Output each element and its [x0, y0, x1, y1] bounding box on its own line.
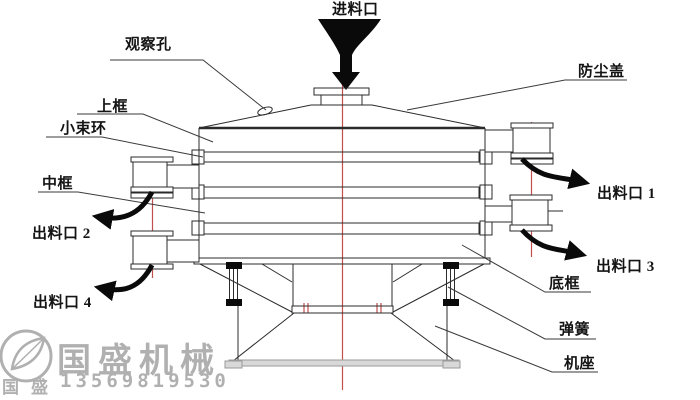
label-middle-frame: 中框 [42, 176, 74, 192]
clamp-band-3 [203, 222, 480, 235]
centerlines [151, 58, 533, 390]
label-small-clamp-ring: 小束环 [60, 121, 107, 137]
machine-base-structure [224, 306, 461, 369]
discharge-arrows [91, 157, 591, 302]
outlet-spout-3 [484, 194, 563, 232]
label-outlet-2: 出料口 2 [32, 226, 91, 242]
label-outlet-4: 出料口 4 [33, 295, 92, 311]
spring-right [443, 262, 459, 306]
label-feed-inlet: 进料口 [332, 2, 379, 18]
label-dust-cover: 防尘盖 [578, 64, 625, 80]
arrow-outlet-2-icon [91, 190, 155, 230]
outlet-spout-1 [484, 122, 554, 165]
outlet-spout-2 [130, 156, 200, 199]
watermark-phone-number: 13569819530 [60, 370, 230, 392]
label-outlet-1: 出料口 1 [597, 186, 656, 202]
label-machine-base: 机座 [564, 356, 596, 372]
arrow-outlet-4-icon [93, 263, 155, 302]
label-spring: 弹簧 [559, 322, 591, 338]
arrow-outlet-1-icon [520, 157, 591, 190]
motor-housing [199, 263, 485, 314]
label-bottom-frame: 底框 [549, 276, 581, 292]
label-outlet-3: 出料口 3 [596, 259, 655, 275]
watermark-company-name: 国盛机械 [57, 342, 221, 380]
arrow-outlet-3-icon [520, 228, 588, 261]
clamp-band-2 [203, 186, 480, 199]
spring-left [226, 262, 242, 306]
observation-hole [257, 106, 273, 116]
watermark-corner-text: 国盛 [2, 378, 60, 397]
label-upper-frame: 上框 [97, 99, 129, 115]
outlet-spout-4 [130, 230, 200, 270]
leader-lines [38, 59, 627, 373]
feed-funnel-arrow-icon [318, 19, 381, 90]
label-observation-hole: 观察孔 [125, 37, 172, 53]
inlet-and-cone [198, 87, 486, 129]
clamp-band-1 [203, 151, 480, 163]
leaf-circle-logo-icon [0, 329, 53, 383]
